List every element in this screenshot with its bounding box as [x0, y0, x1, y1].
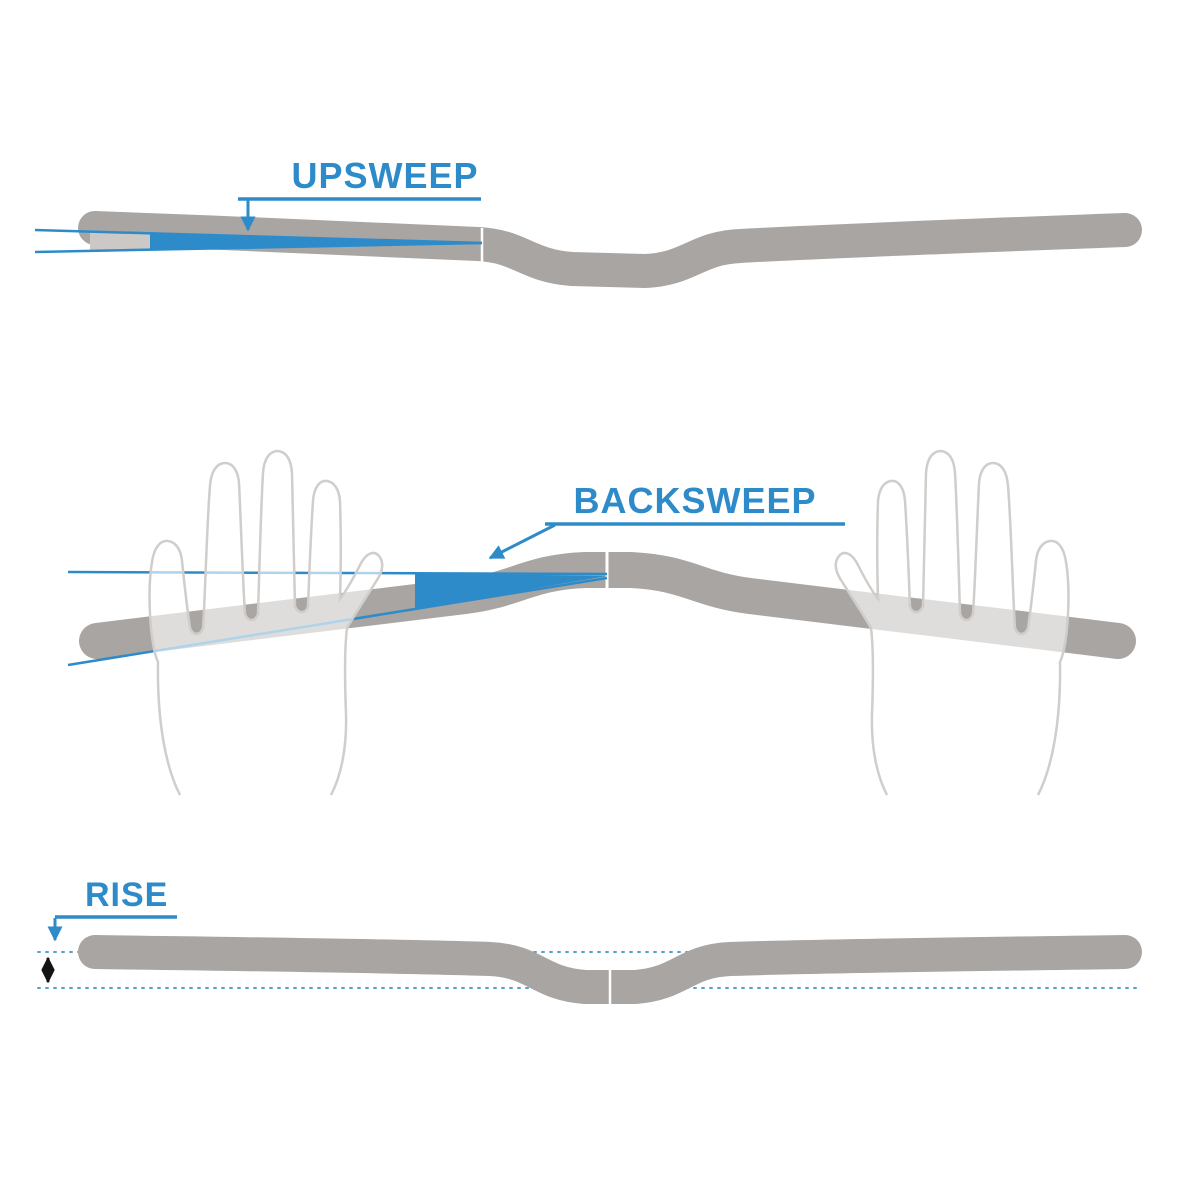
- left-hand-outline: [148, 449, 384, 797]
- backsweep-label: BACKSWEEP: [573, 480, 816, 521]
- upsweep-label: UPSWEEP: [291, 155, 478, 196]
- rise-figure: RISE: [37, 876, 1143, 1005]
- upsweep-angle-wedge: [150, 233, 482, 250]
- handlebar-front-view: [78, 211, 1142, 289]
- rise-label: RISE: [85, 876, 168, 914]
- grip-highlight-segment: [90, 231, 150, 251]
- upsweep-axis-line-bottom: [34, 241, 483, 254]
- right-hand-outline: [834, 449, 1070, 797]
- upsweep-reference-line-top: [34, 228, 483, 245]
- backsweep-pointer-arrow: [488, 523, 556, 560]
- backsweep-figure: BACKSWEEP: [67, 449, 1136, 797]
- upsweep-figure: UPSWEEP: [34, 155, 1142, 289]
